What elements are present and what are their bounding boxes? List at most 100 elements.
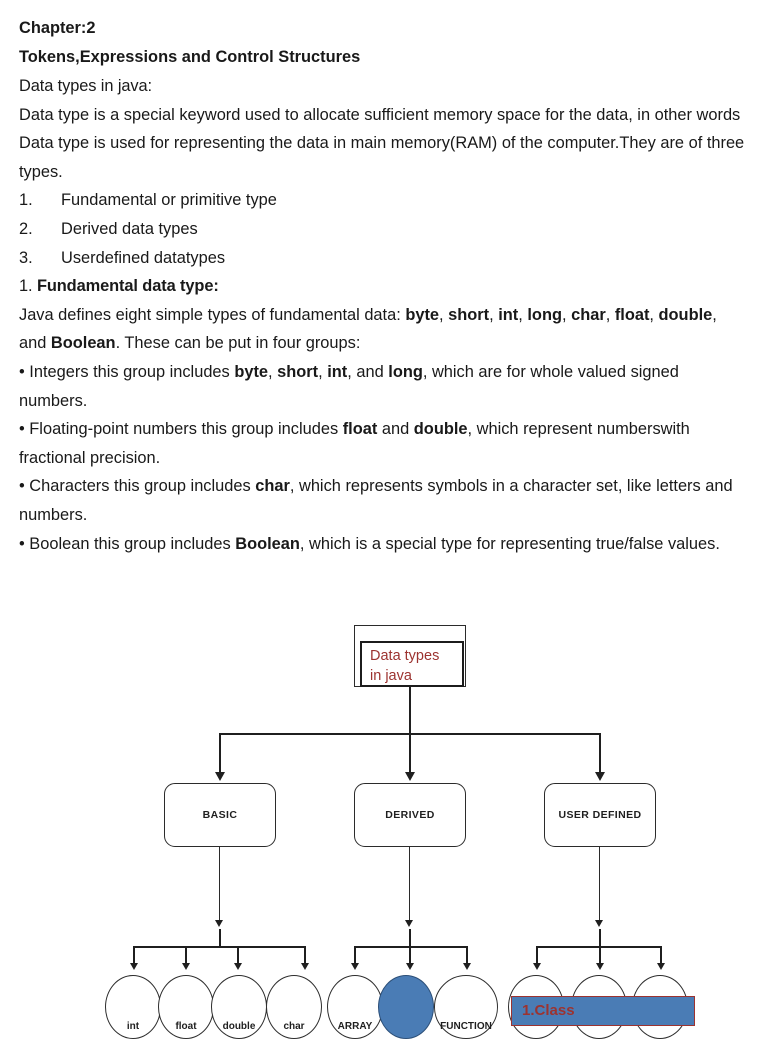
bold-term: double <box>413 420 468 439</box>
connector-leaf-double <box>237 946 239 963</box>
arrow-derived-icon <box>405 772 415 781</box>
connector-leaf-selected <box>409 946 411 963</box>
connector-root-stem <box>409 687 411 733</box>
arrow-double-icon <box>234 963 242 970</box>
connector-derived-stem <box>409 847 411 920</box>
arrow-array-icon <box>351 963 359 970</box>
connector-derived-leafstem <box>409 929 411 946</box>
bold-term: short <box>277 362 319 381</box>
connector-basic-stem <box>219 847 221 920</box>
leaf-char[interactable]: char <box>266 975 322 1039</box>
arrow-selected-icon <box>406 963 414 970</box>
bullet-lead: Characters this group includes <box>29 477 256 496</box>
connector-leaf-array <box>354 946 356 963</box>
bold-term: Boolean <box>235 534 300 553</box>
connector-leaf-class <box>536 946 538 963</box>
leaf-array[interactable]: ARRAY <box>327 975 383 1039</box>
leaf-double[interactable]: double <box>211 975 267 1039</box>
bullet-glyph-icon: • <box>19 534 30 553</box>
list-item-label: Fundamental or primitive type <box>61 191 277 210</box>
arrow-basic-stem-icon <box>215 920 223 927</box>
list-item: 1. Fundamental or primitive type <box>19 186 747 215</box>
list-item-label: Userdefined datatypes <box>61 248 226 267</box>
type-short: short <box>448 305 490 324</box>
definition-paragraph: Java defines eight simple types of funda… <box>19 305 717 353</box>
connector-leaf-int <box>133 946 135 963</box>
arrow-function-icon <box>463 963 471 970</box>
bullet-tail: , which represent numberswith fractional… <box>19 420 690 467</box>
chapter-heading: Chapter:2 <box>19 19 96 37</box>
connector-leaf-char <box>304 946 306 963</box>
connector-basic-leafstem <box>219 929 221 946</box>
bold-term: long <box>388 362 423 381</box>
connector-basic-leaf-bus <box>133 946 305 948</box>
definition-tail: . These can be put in four groups: <box>115 334 361 353</box>
type-byte: byte <box>405 305 440 324</box>
bold-term: byte <box>234 362 269 381</box>
type-double: double <box>658 305 713 324</box>
arrow-userdefined-icon <box>595 772 605 781</box>
type-long: long <box>527 305 562 324</box>
bullet-lead: Integers this group includes <box>29 362 235 381</box>
bullet-item-integers: • Integers this group includes byte, sho… <box>19 362 679 410</box>
root-node-data-types-in-java[interactable]: Data types in java <box>360 641 464 687</box>
bullet-lead: Floating-point numbers this group includ… <box>29 420 343 439</box>
list-item-label: Derived data types <box>61 219 198 238</box>
document-title-heading: Tokens,Expressions and Control Structure… <box>19 48 361 66</box>
connector-drop-derived <box>409 733 411 772</box>
bullet-tail: , which represents symbols in a characte… <box>19 477 733 524</box>
class-label-box[interactable]: 1.Class <box>511 996 695 1026</box>
list-item: 3. Userdefined datatypes <box>19 244 747 273</box>
connector-derived-leaf-bus <box>354 946 468 948</box>
bullet-item-floating-point: • Floating-point numbers this group incl… <box>19 420 690 467</box>
type-boolean: Boolean <box>50 334 116 353</box>
arrow-userdefined-stem-icon <box>595 920 603 927</box>
node-basic[interactable]: BASIC <box>164 783 276 847</box>
connector-leaf-float <box>185 946 187 963</box>
bullet-lead: Boolean this group includes <box>29 534 236 553</box>
arrow-class-icon <box>533 963 541 970</box>
leaf-function[interactable]: FUNCTION <box>434 975 498 1039</box>
arrow-float-icon <box>182 963 190 970</box>
leaf-int[interactable]: int <box>105 975 161 1039</box>
leaf-selected-highlight[interactable] <box>378 975 434 1039</box>
bullet-glyph-icon: • <box>19 477 30 496</box>
section-label: Data types in java: <box>19 77 152 95</box>
type-float: float <box>614 305 650 324</box>
root-node-line2: in java <box>370 667 412 684</box>
connector-drop-basic <box>219 733 221 772</box>
bold-term: float <box>342 420 378 439</box>
subsection-heading-row: 1. Fundamental data type: <box>19 272 747 301</box>
node-derived[interactable]: DERIVED <box>354 783 466 847</box>
bold-term: int <box>327 362 348 381</box>
list-item-number: 3. <box>19 248 33 267</box>
bullet-tail: , which is a special type for representi… <box>299 534 720 553</box>
node-user-defined[interactable]: USER DEFINED <box>544 783 656 847</box>
subsection-number: 1. <box>19 277 37 296</box>
definition-lead: Java defines eight simple types of funda… <box>19 305 406 324</box>
list-item: 2. Derived data types <box>19 215 747 244</box>
list-item-number: 2. <box>19 219 33 238</box>
document-text-body: Chapter:2 Tokens,Expressions and Control… <box>19 14 747 558</box>
type-int: int <box>498 305 519 324</box>
arrow-ud3-icon <box>657 963 665 970</box>
bullet-item-boolean: • Boolean this group includes Boolean, w… <box>19 530 747 559</box>
bullet-item-characters: • Characters this group includes char, w… <box>19 472 747 529</box>
connector-leaf-ud2 <box>599 946 601 963</box>
intro-paragraph: Data type is a special keyword used to a… <box>19 105 745 181</box>
connector-userdefined-leafstem <box>599 929 601 946</box>
arrow-basic-icon <box>215 772 225 781</box>
connector-leaf-ud3 <box>660 946 662 963</box>
arrow-char-icon <box>301 963 309 970</box>
connector-drop-userdefined <box>599 733 601 772</box>
connector-leaf-function <box>466 946 468 963</box>
connector-userdefined-stem <box>599 847 601 920</box>
bullet-tail: , which are for whole valued signed numb… <box>19 362 679 410</box>
bullet-glyph-icon: • <box>19 420 30 439</box>
list-item-number: 1. <box>19 191 33 210</box>
arrow-int-icon <box>130 963 138 970</box>
leaf-float[interactable]: float <box>158 975 214 1039</box>
subsection-heading: Fundamental data type: <box>36 277 219 296</box>
arrow-derived-stem-icon <box>405 920 413 927</box>
